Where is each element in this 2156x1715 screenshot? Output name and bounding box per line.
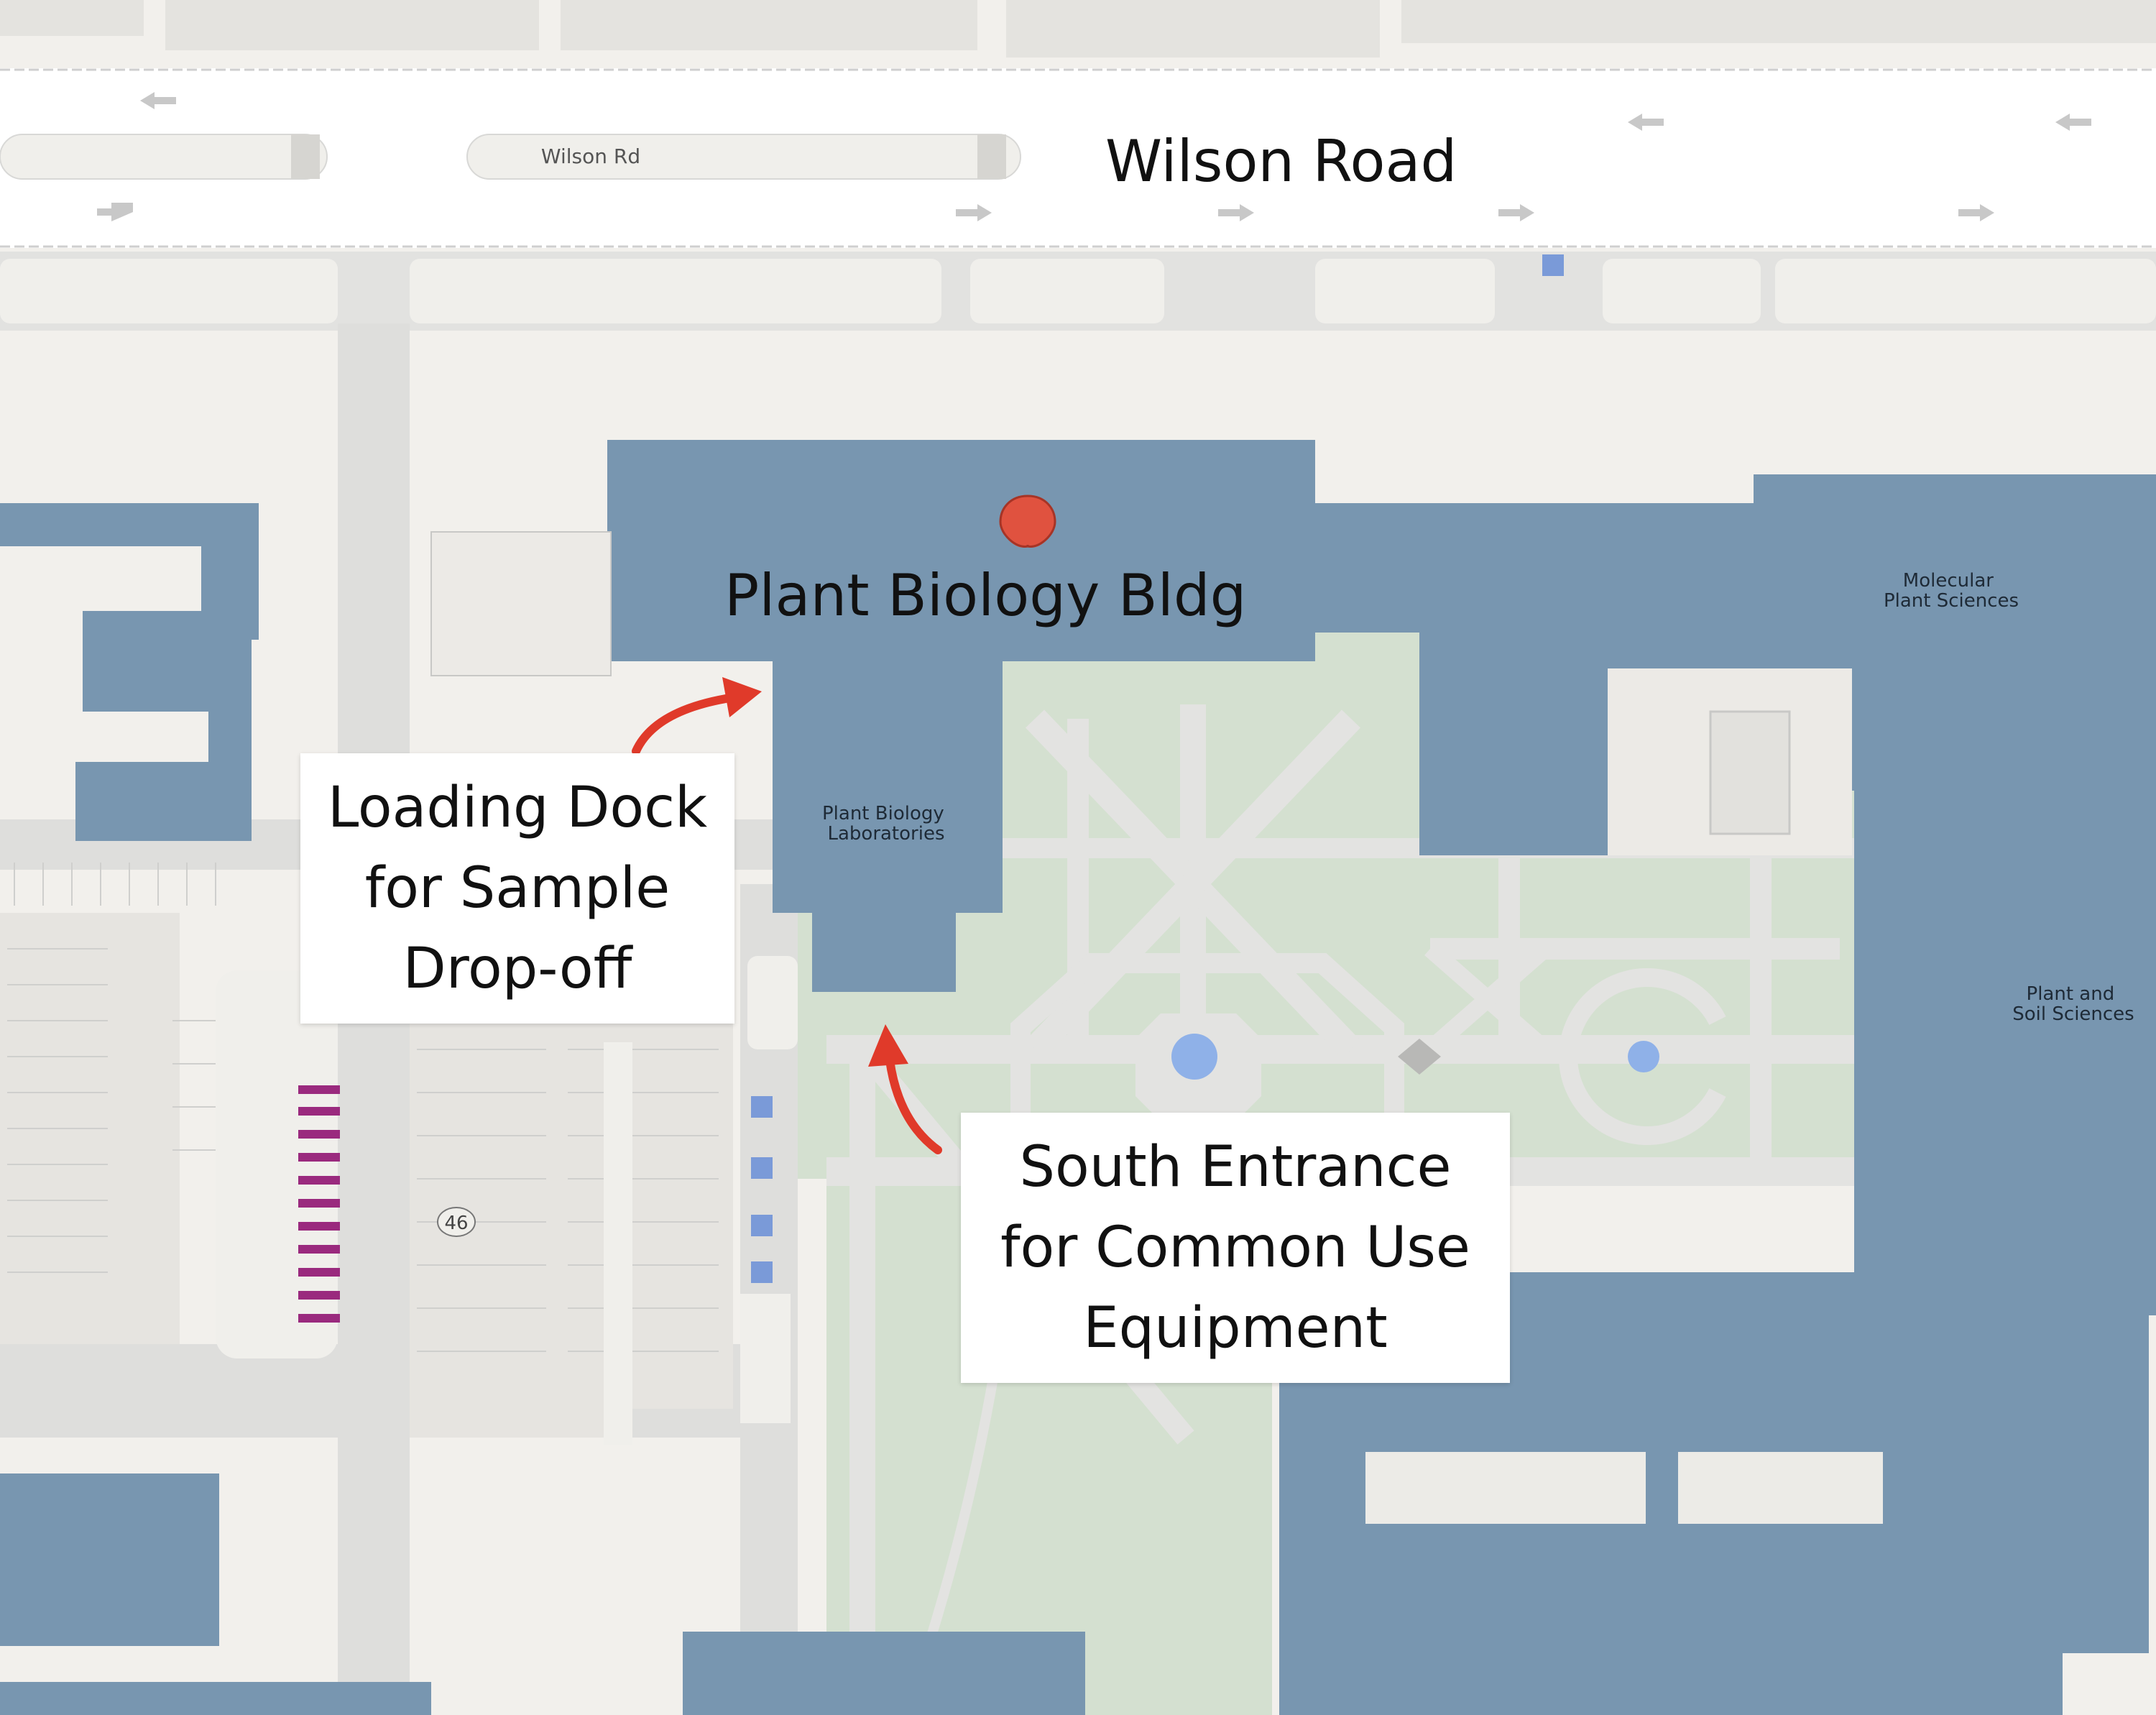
bike-racks — [298, 1085, 340, 1323]
molecular-plant-sciences-line-2: Plant Sciences — [1884, 590, 2019, 612]
plant-biology-bldg-shape — [579, 440, 1419, 992]
diamond-plaza — [1398, 1039, 1441, 1075]
south-entrance-callout-line-1: South Entrance — [1019, 1135, 1452, 1200]
south-entrance-arrowhead — [868, 1024, 908, 1067]
south-entrance-callout-line-2: for Common Use — [1000, 1215, 1470, 1280]
arrow-left-icon — [140, 92, 176, 109]
plant-soil-sciences-shape — [1608, 474, 2156, 1315]
plant-biology-east-wing — [1419, 503, 1608, 855]
loading-dock-callout-line-2: for Sample — [364, 856, 671, 921]
loading-dock-callout-line-1: Loading Dock — [327, 776, 708, 840]
arrow-right-icon — [1958, 204, 1994, 221]
south-building-courtyards — [1365, 1452, 1883, 1524]
parking-islands — [216, 956, 798, 1445]
south-central-building — [683, 1632, 1085, 1715]
plant-soil-sciences-label: Plant and Soil Sciences — [2012, 983, 2134, 1025]
road-sign-label: Wilson Rd — [541, 144, 640, 168]
arrow-right-icon — [1218, 204, 1254, 221]
east-fountain — [1628, 1041, 1659, 1072]
southwest-building — [0, 1473, 219, 1646]
bus-stop-icon — [1542, 254, 1564, 276]
south-entrance-arrow — [885, 1056, 942, 1154]
west-building — [0, 503, 259, 841]
lot-number-badge — [437, 1207, 476, 1237]
north-lot — [430, 531, 612, 676]
arrow-right-icon — [956, 204, 992, 221]
wheelchair-icon — [751, 1261, 773, 1283]
small-annex — [1709, 710, 1791, 835]
wheelchair-icon — [751, 1215, 773, 1236]
plant-soil-sciences-line-2: Soil Sciences — [2012, 1003, 2134, 1025]
wilson-road-title: Wilson Road — [1105, 128, 1457, 195]
road-medians — [0, 134, 1021, 180]
wilson-road — [0, 68, 2156, 248]
plant-biology-labs-line-1: Plant Biology — [822, 803, 944, 824]
red-arrows — [632, 677, 942, 1154]
median-caps — [291, 134, 1006, 179]
south-strip-building — [0, 1682, 431, 1715]
south-entrance-callout-line-3: Equipment — [1083, 1296, 1388, 1361]
east-circle-path — [1559, 968, 1726, 1145]
west-fountain — [1171, 1034, 1217, 1080]
accessible-parking — [751, 254, 1564, 1283]
arrow-left-icon — [2055, 114, 2091, 131]
loading-dock-callout: Loading Dock for Sample Drop-off — [300, 753, 734, 1024]
plant-biology-labs-label: Plant Biology Laboratories — [822, 803, 950, 845]
loading-dock-arrowhead — [722, 677, 762, 717]
wheelchair-icon — [751, 1157, 773, 1179]
plant-soil-sciences-line-1: Plant and — [2027, 983, 2115, 1005]
map-pin-icon — [999, 495, 1056, 548]
south-entrance-callout: South Entrance for Common Use Equipment — [961, 1113, 1510, 1383]
loading-dock-arrow — [632, 694, 730, 755]
parking-stalls-top — [14, 863, 216, 906]
molecular-plant-sciences-line-1: Molecular — [1903, 570, 1994, 592]
sidewalk-blocks — [0, 259, 2156, 323]
wheelchair-icon — [751, 1096, 773, 1118]
plant-biology-bldg-title: Plant Biology Bldg — [724, 562, 1247, 629]
north-blocks — [0, 0, 2156, 58]
plant-biology-labs-line-2: Laboratories — [827, 823, 944, 845]
arrow-left-icon — [1628, 114, 1664, 131]
arrow-right-icon — [97, 203, 133, 221]
lot-number-label: 46 — [444, 1213, 468, 1234]
loading-dock-callout-line-3: Drop-off — [402, 937, 632, 1001]
arrow-right-icon — [1498, 204, 1534, 221]
molecular-plant-sciences-label: Molecular Plant Sciences — [1884, 570, 2019, 612]
lane-arrows — [97, 92, 2091, 221]
parking-stripes — [7, 948, 719, 1352]
